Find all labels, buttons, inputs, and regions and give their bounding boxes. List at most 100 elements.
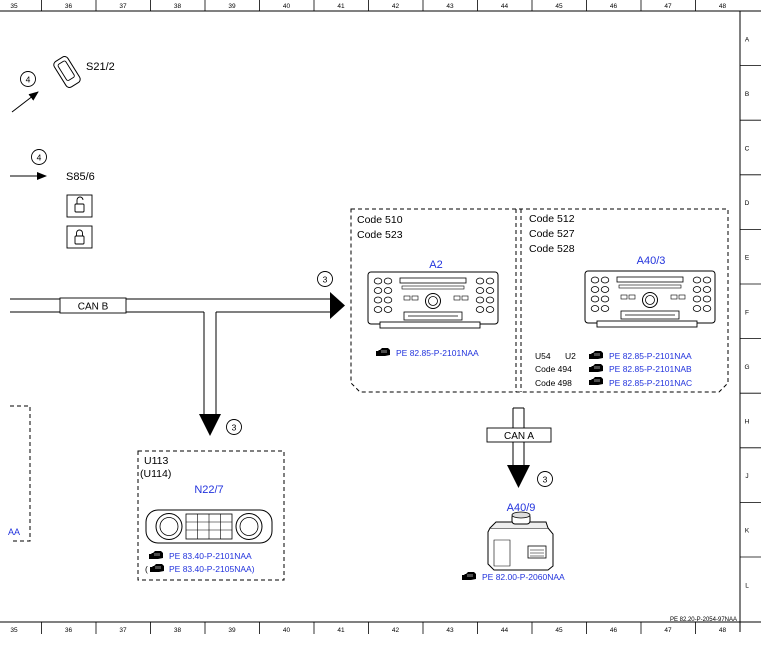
a40-3-code-3: Code 528 bbox=[529, 243, 575, 255]
document-id: PE 82.20-P-2054-97NAA bbox=[670, 617, 737, 623]
a2-radio-unit-icon bbox=[367, 271, 499, 329]
svg-text:PE 82.85-P-2101NAA: PE 82.85-P-2101NAA bbox=[609, 351, 692, 361]
column-label-top: 36 bbox=[65, 3, 73, 10]
column-label-bottom: 44 bbox=[501, 627, 509, 634]
svg-text:3: 3 bbox=[232, 423, 237, 433]
svg-text:PE 82.00-P-2060NAA: PE 82.00-P-2060NAA bbox=[482, 572, 565, 582]
a40-9-ref: PE 82.00-P-2060NAA bbox=[461, 571, 565, 582]
can-a-bus bbox=[507, 407, 530, 488]
n22-ref-circle: 3 bbox=[226, 419, 242, 435]
row-label: H bbox=[745, 419, 750, 426]
row-labels: A B C D E F G H J K L bbox=[740, 36, 761, 589]
a40-3-variant-2: Code 494 PE 82.85-P-2101NAB bbox=[535, 363, 692, 374]
a40-3-radio-unit-icon bbox=[584, 270, 716, 328]
column-label-top: 45 bbox=[555, 3, 563, 10]
lock-button-icon bbox=[66, 225, 93, 249]
row-label: K bbox=[745, 528, 750, 535]
a40-9-label: A40/9 bbox=[507, 502, 536, 514]
svg-text:PE 82.85-P-2101NAC: PE 82.85-P-2101NAC bbox=[609, 378, 692, 388]
a40-9-controller-icon bbox=[487, 511, 554, 571]
row-label: J bbox=[745, 473, 748, 480]
svg-text:3: 3 bbox=[543, 475, 548, 485]
a2-code-1: Code 510 bbox=[357, 214, 403, 226]
column-label-bottom: 35 bbox=[10, 627, 18, 634]
column-label-top: 44 bbox=[501, 3, 509, 10]
n22-ref-2: ( PE 83.40-P-2105NAA) bbox=[145, 563, 255, 574]
column-label-bottom: 47 bbox=[664, 627, 672, 634]
svg-text:4: 4 bbox=[26, 75, 31, 85]
column-label-bottom: 42 bbox=[392, 627, 400, 634]
column-label-top: 42 bbox=[392, 3, 400, 10]
left-fragment-box bbox=[10, 405, 31, 542]
column-label-top: 46 bbox=[610, 3, 618, 10]
svg-text:PE 82.85-P-2101NAB: PE 82.85-P-2101NAB bbox=[609, 364, 692, 374]
n22-code-2: (U114) bbox=[140, 468, 171, 480]
row-label: D bbox=[745, 200, 750, 207]
column-label-bottom: 40 bbox=[283, 627, 291, 634]
column-label-bottom: 38 bbox=[174, 627, 182, 634]
s21-ref-circle: 4 bbox=[20, 71, 36, 87]
left-fragment-ref: AA bbox=[8, 527, 20, 537]
column-label-top: 47 bbox=[664, 3, 672, 10]
svg-text:4: 4 bbox=[37, 153, 42, 163]
row-label: E bbox=[745, 255, 750, 262]
a40-3-label: A40/3 bbox=[637, 255, 666, 267]
column-label-bottom: 37 bbox=[119, 627, 127, 634]
column-label-bottom: 48 bbox=[719, 627, 727, 634]
can-b-bus bbox=[10, 292, 345, 436]
a2-ref: PE 82.85-P-2101NAA bbox=[375, 347, 479, 358]
s21-arrow bbox=[11, 91, 39, 113]
can-a-label: CAN A bbox=[504, 431, 534, 442]
svg-text:PE 82.85-P-2101NAA: PE 82.85-P-2101NAA bbox=[396, 348, 479, 358]
a40-3-variant-1: U54 U2 PE 82.85-P-2101NAA bbox=[535, 350, 692, 361]
row-label: A bbox=[745, 36, 750, 43]
column-label-top: 38 bbox=[174, 3, 182, 10]
s21-label: S21/2 bbox=[86, 61, 115, 73]
column-label-top: 41 bbox=[337, 3, 345, 10]
svg-text:U2: U2 bbox=[565, 351, 576, 361]
column-label-top: 35 bbox=[10, 3, 18, 10]
diagram-frame bbox=[0, 10, 761, 632]
n22-box bbox=[137, 450, 285, 581]
column-label-bottom: 36 bbox=[65, 627, 73, 634]
column-label-top: 48 bbox=[719, 3, 727, 10]
unlock-button-icon bbox=[66, 194, 93, 218]
can-b-label: CAN B bbox=[78, 302, 109, 313]
column-label-top: 37 bbox=[119, 3, 127, 10]
svg-text:(: ( bbox=[145, 564, 148, 574]
s85-label: S85/6 bbox=[66, 171, 95, 183]
row-label: L bbox=[745, 582, 749, 589]
svg-text:Code 498: Code 498 bbox=[535, 378, 572, 388]
head-unit-group-box bbox=[350, 208, 729, 393]
column-label-bottom: 41 bbox=[337, 627, 345, 634]
column-label-bottom: 46 bbox=[610, 627, 618, 634]
column-label-top: 40 bbox=[283, 3, 291, 10]
row-label: B bbox=[745, 91, 749, 98]
a2-ref-circle: 3 bbox=[317, 271, 333, 287]
column-label-top: 39 bbox=[228, 3, 236, 10]
a2-code-2: Code 523 bbox=[357, 229, 403, 241]
column-label-bottom: 45 bbox=[555, 627, 563, 634]
a40-9-ref-circle: 3 bbox=[537, 471, 553, 487]
n22-climate-panel-icon bbox=[145, 509, 273, 544]
svg-text:PE 83.40-P-2105NAA): PE 83.40-P-2105NAA) bbox=[169, 564, 255, 574]
column-label-bottom: 43 bbox=[446, 627, 454, 634]
can-b-label-box bbox=[59, 297, 127, 314]
s85-ref-circle: 4 bbox=[31, 149, 47, 165]
column-label-top: 43 bbox=[446, 3, 454, 10]
row-label: F bbox=[745, 309, 749, 316]
svg-text:Code 494: Code 494 bbox=[535, 364, 572, 374]
svg-text:PE 83.40-P-2101NAA: PE 83.40-P-2101NAA bbox=[169, 551, 252, 561]
row-label: G bbox=[744, 364, 749, 371]
svg-text:3: 3 bbox=[323, 275, 328, 285]
a40-3-variant-3: Code 498 PE 82.85-P-2101NAC bbox=[535, 376, 692, 388]
s21-switch-icon bbox=[53, 56, 81, 88]
a40-3-code-2: Code 527 bbox=[529, 228, 575, 240]
a2-label: A2 bbox=[429, 259, 442, 271]
row-label: C bbox=[745, 146, 750, 153]
a40-3-code-1: Code 512 bbox=[529, 213, 575, 225]
svg-text:U54: U54 bbox=[535, 351, 551, 361]
column-labels-top: 35 36 37 38 39 40 41 42 43 44 45 46 47 48 bbox=[10, 0, 726, 11]
